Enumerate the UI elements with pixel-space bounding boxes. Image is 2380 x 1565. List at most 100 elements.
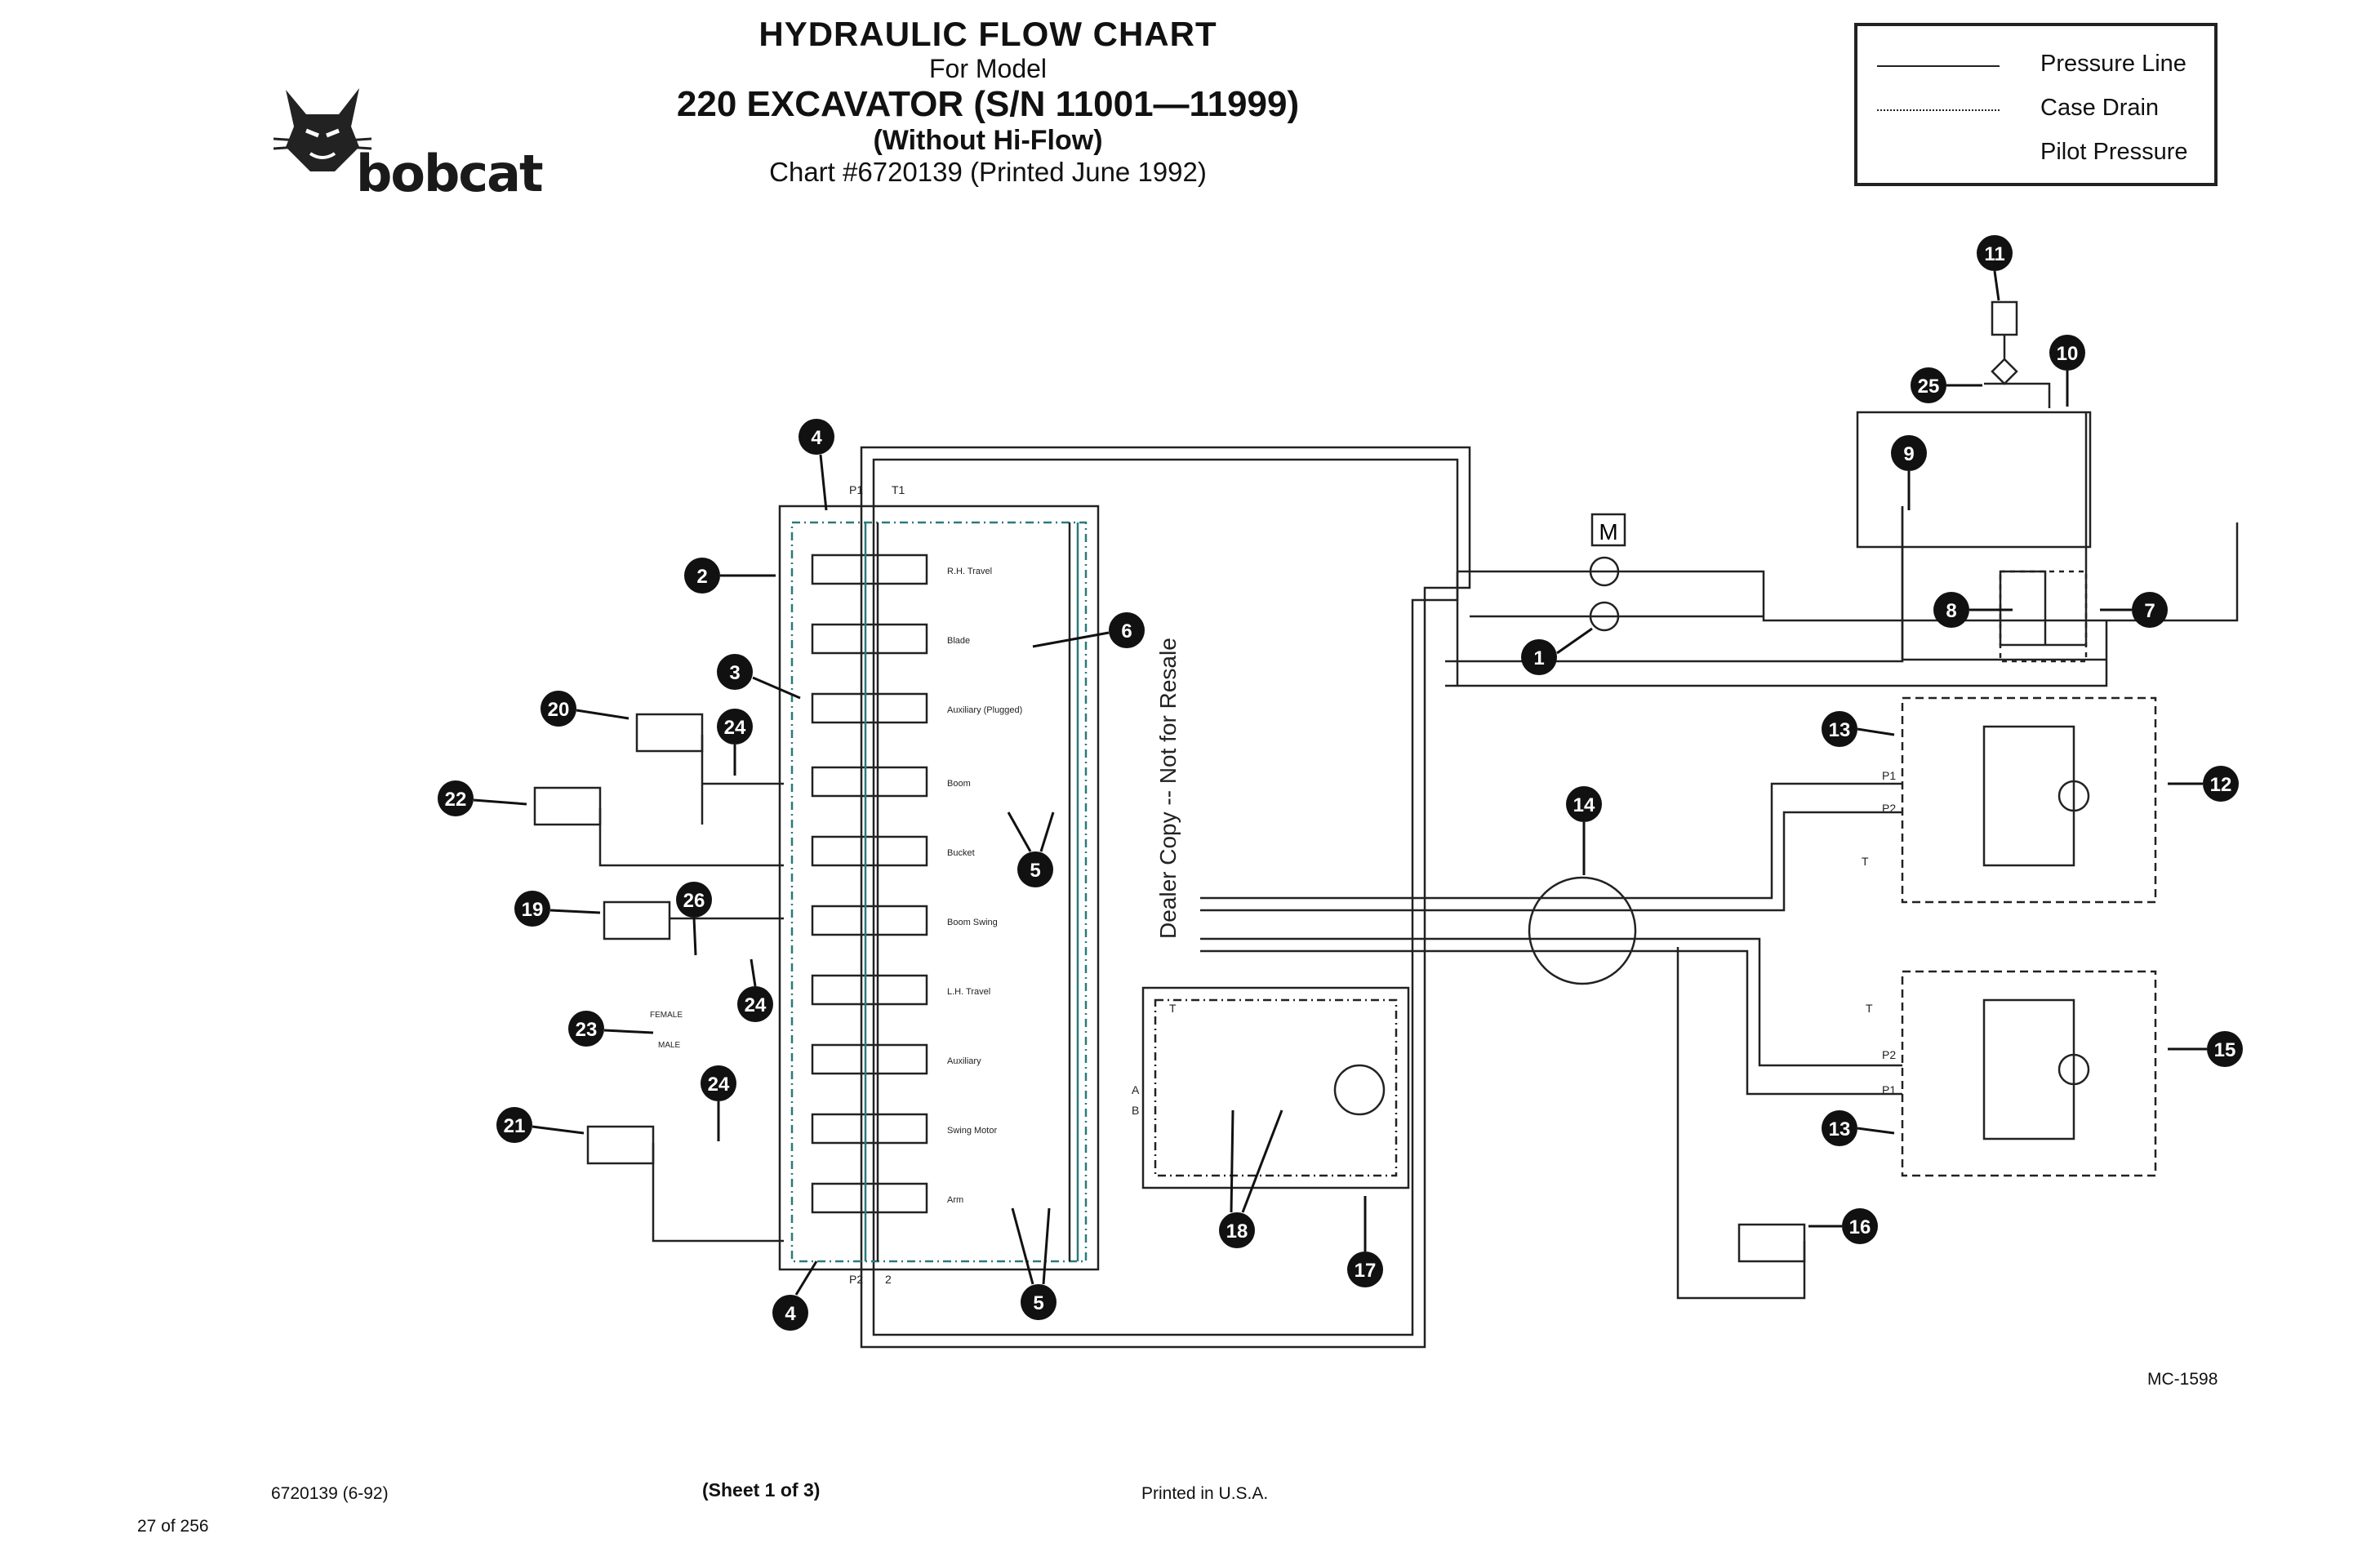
legend-label: Pilot Pressure [2040,139,2188,165]
callout-25: 25 [1911,367,1982,403]
callout-2: 2 [684,558,776,594]
drawing-number: MC-1598 [2147,1370,2218,1389]
svg-text:19: 19 [522,899,544,921]
male-label: MALE [658,1041,681,1050]
svg-text:22: 22 [445,789,467,811]
callout-4-top: 4 [799,419,834,511]
svg-text:26: 26 [683,890,705,912]
callout-15: 15 [2168,1031,2243,1067]
port-t2-bottom: 2 [885,1273,892,1286]
port-b-label: B [1132,1104,1139,1117]
callout-7: 7 [2100,592,2168,628]
svg-text:21: 21 [504,1115,526,1137]
section-label-rh-travel: R.H. Travel [947,567,992,576]
callout-19: 19 [514,891,601,927]
port-t-label: T [1169,1002,1177,1015]
chart-title: HYDRAULIC FLOW CHART [758,15,1217,53]
callout-markers: 1 2 3 4 4 5 5 6 7 8 9 10 11 12 13 13 14 … [438,235,2243,1331]
solid-line-swatch [1877,65,2000,67]
svg-text:25: 25 [1918,376,1940,398]
svg-text:13: 13 [1829,1118,1851,1140]
callout-17: 17 [1347,1196,1383,1287]
section-label-auxiliary: Auxiliary [947,1056,981,1066]
callout-23: 23 [568,1011,654,1047]
chart-number: Chart #6720139 (Printed June 1992) [769,157,1207,187]
svg-text:9: 9 [1903,443,1914,465]
title-block: HYDRAULIC FLOW CHART For Model 220 EXCAV… [539,15,1437,188]
footer-printed: Printed in U.S.A. [1141,1484,1269,1503]
callout-13-bottom: 13 [1822,1110,1895,1146]
callout-21: 21 [496,1107,585,1143]
svg-text:7: 7 [2144,600,2155,622]
callout-5-top: 5 [1007,811,1055,887]
model-name: 220 EXCAVATOR (S/N 11001—11999) [676,84,1300,124]
callout-22: 22 [438,780,527,816]
svg-text:12: 12 [2210,774,2232,796]
svg-text:20: 20 [548,699,570,721]
svg-text:18: 18 [1226,1220,1248,1243]
svg-text:4: 4 [811,427,822,449]
for-model-label: For Model [928,54,1048,83]
upper-t-label: T [1862,855,1869,868]
lower-t-label: T [1866,1002,1873,1015]
callout-24-b: 24 [737,958,773,1022]
callout-5-bottom: 5 [1011,1207,1057,1320]
callout-20: 20 [541,691,629,727]
section-label-aux-plugged: Auxiliary (Plugged) [947,705,1022,715]
callout-1: 1 [1521,627,1593,675]
svg-text:3: 3 [729,662,740,684]
callout-8: 8 [1933,592,2013,628]
svg-text:14: 14 [1573,794,1595,816]
bobcat-logo [269,82,514,204]
footer-sheet: (Sheet 1 of 3) [702,1479,821,1501]
callout-24-a: 24 [717,709,753,776]
line-legend: Pressure Line Case Drain Pilot Pressure [1854,23,2218,186]
port-a-label: A [1132,1083,1140,1096]
svg-text:16: 16 [1849,1216,1871,1238]
callout-11: 11 [1977,235,2013,301]
svg-text:5: 5 [1033,1292,1043,1314]
legend-label: Pressure Line [2040,51,2186,77]
svg-text:8: 8 [1946,600,1956,622]
callout-6: 6 [1032,612,1145,648]
svg-text:2: 2 [696,566,707,588]
legend-item-pilot: Pilot Pressure [1877,137,2204,170]
upper-p1-label: P1 [1882,769,1896,782]
callout-26: 26 [676,882,712,956]
callout-24-c: 24 [701,1065,736,1141]
section-label-swing-motor: Swing Motor [947,1126,997,1136]
port-p2-bottom: P2 [849,1273,863,1286]
port-p1-top: P1 [849,483,863,496]
svg-text:5: 5 [1030,860,1040,882]
svg-text:10: 10 [2057,343,2079,365]
valve-spools [811,554,928,1214]
svg-text:17: 17 [1355,1260,1377,1282]
lower-p1-label: P1 [1882,1083,1896,1096]
callout-12: 12 [2168,766,2239,802]
callout-16: 16 [1808,1208,1878,1244]
callout-10: 10 [2049,335,2085,407]
lower-p2-label: P2 [1882,1048,1896,1061]
callout-9: 9 [1891,435,1927,510]
svg-text:23: 23 [576,1019,598,1041]
bobcat-head-icon [273,88,372,171]
section-label-arm: Arm [947,1195,963,1205]
callout-13-top: 13 [1822,711,1895,747]
dotted-line-swatch [1877,109,2000,111]
svg-text:15: 15 [2214,1039,2236,1061]
svg-text:6: 6 [1121,620,1132,642]
section-label-boom-swing: Boom Swing [947,918,998,927]
svg-text:13: 13 [1829,719,1851,741]
footer-part-number: 6720139 (6-92) [271,1484,389,1503]
section-label-bucket: Bucket [947,848,975,858]
section-label-lh-travel: L.H. Travel [947,987,990,997]
svg-text:24: 24 [708,1074,730,1096]
section-label-boom: Boom [947,779,971,789]
watermark-text: Dealer Copy -- Not for Resale [1155,638,1181,939]
svg-text:11: 11 [1984,243,2004,265]
female-label: FEMALE [650,1011,683,1020]
svg-text:4: 4 [785,1303,796,1325]
svg-text:1: 1 [1533,647,1544,669]
